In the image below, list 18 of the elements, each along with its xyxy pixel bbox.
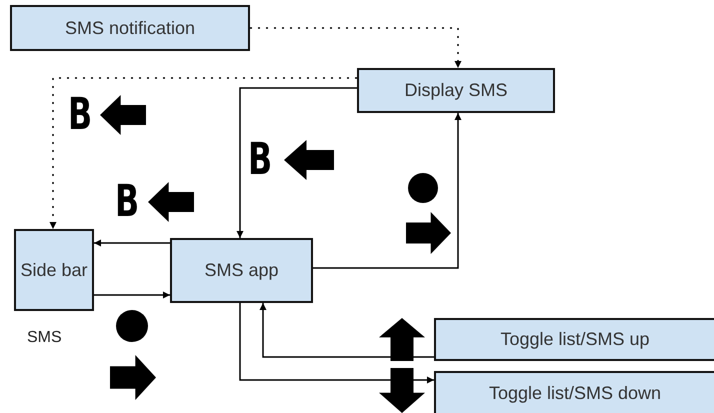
arrow [94, 240, 170, 246]
dotted-arrow [50, 77, 357, 229]
letter-label: B [115, 180, 140, 224]
arrow [239, 303, 434, 384]
arrow [94, 292, 170, 298]
arrow [260, 303, 434, 358]
arrow [236, 87, 357, 238]
letter-label: B [248, 138, 272, 182]
process-box: Toggle list/SMS down [434, 371, 714, 413]
process-box: Toggle list/SMS up [434, 318, 714, 361]
dotted-arrow [250, 27, 462, 68]
letter-label: B [68, 93, 92, 137]
arrow [313, 113, 462, 269]
process-box: SMS app [170, 238, 313, 303]
process-box: Display SMS [357, 68, 555, 113]
node-caption: SMS [27, 329, 62, 347]
process-box: SMS notification [10, 5, 250, 51]
process-box: Side bar [14, 229, 94, 311]
